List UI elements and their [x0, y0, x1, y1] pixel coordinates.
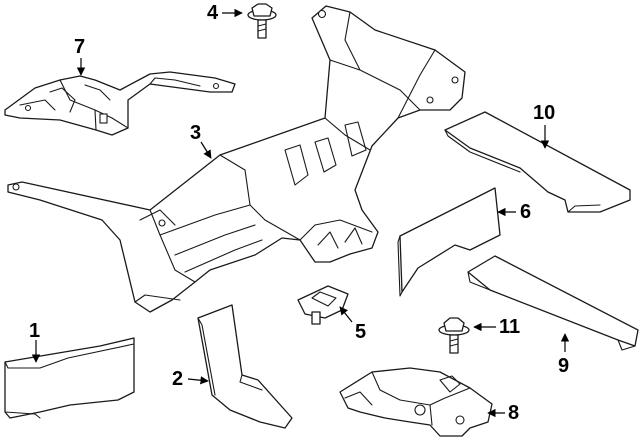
part-11-bolt[interactable] [438, 317, 470, 354]
part-8-bracket[interactable] [339, 367, 493, 437]
part-4-bolt[interactable] [247, 3, 277, 39]
part-3-floor-crossmember[interactable] [7, 5, 466, 313]
callout-4: 4 [207, 2, 219, 24]
leader-2 [187, 376, 209, 385]
callout-2: 2 [172, 368, 184, 390]
callout-5: 5 [355, 321, 367, 343]
callout-6: 6 [520, 201, 532, 223]
part-9-insulator-strip[interactable] [467, 255, 639, 351]
leader-5 [339, 306, 353, 323]
part-10-insulator-panel[interactable] [444, 111, 631, 213]
callout-7: 7 [74, 36, 86, 58]
callout-9: 9 [558, 355, 570, 377]
callout-10: 10 [533, 102, 556, 124]
part-6-insulator[interactable] [397, 187, 501, 297]
callout-11: 11 [499, 316, 521, 338]
part-1-insulator[interactable] [4, 337, 135, 419]
leader-3 [200, 141, 212, 159]
callout-1: 1 [29, 320, 41, 342]
part-5-bracket-clip[interactable] [297, 285, 349, 325]
callout-8: 8 [508, 402, 520, 424]
leader-lines [31, 8, 570, 418]
part-7-bracket[interactable] [4, 71, 236, 136]
callout-3: 3 [190, 122, 202, 144]
part-2-insulator[interactable] [197, 304, 293, 429]
